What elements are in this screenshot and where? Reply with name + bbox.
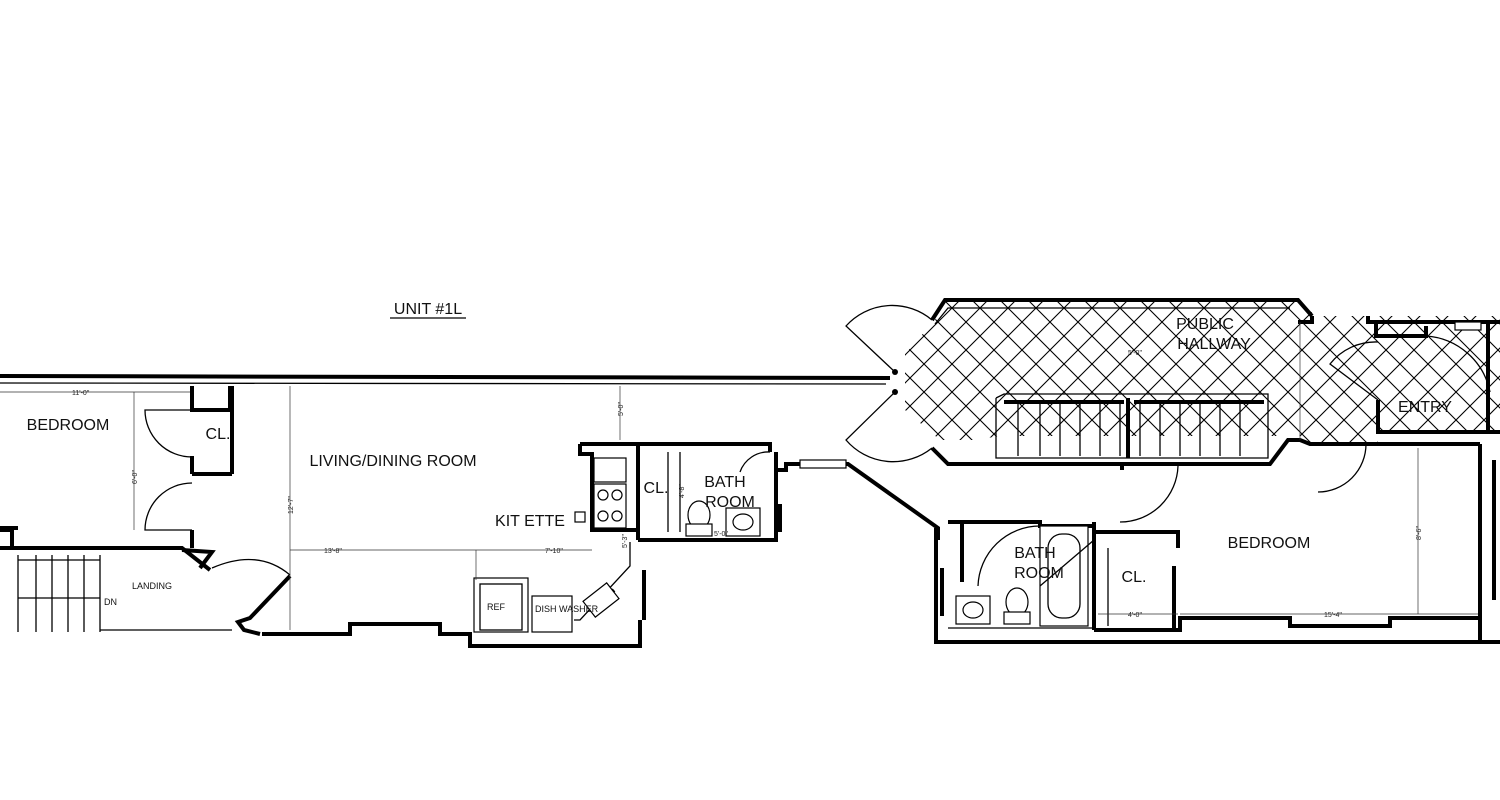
bedroom-left-bottom-wall	[0, 528, 14, 548]
bath-top-wall	[580, 442, 772, 452]
dim-bath-width: 5'-0"	[714, 531, 728, 538]
closet-left-door	[144, 409, 193, 458]
closet-left-wall	[190, 386, 232, 412]
burner-2	[611, 489, 623, 501]
room-bedroom-right: BEDROOM	[1228, 535, 1311, 552]
public-hallway: 5'-0" PUBLIC HALLWAY	[845, 298, 1500, 466]
right-unit: 4'-0" 15'-4" 8'-6" BATH ROOM CL. BEDROOM	[934, 442, 1500, 644]
sink-left	[725, 507, 761, 537]
room-bath-left-line2: ROOM	[705, 494, 755, 511]
dim-rear-bath: 4'-0"	[1128, 612, 1142, 619]
unit-title: UNIT #1L	[394, 301, 462, 318]
dim-living-width: 13'-8"	[324, 548, 342, 555]
left-unit: LANDING DN REF DISH WASHER	[0, 374, 940, 648]
burner-4	[611, 510, 623, 522]
refrigerator-inner	[479, 583, 523, 631]
dim-living-depth: 12'-7"	[288, 496, 295, 514]
entry-partition-top	[1374, 324, 1428, 338]
right-bedroom-bottom-wall	[1094, 616, 1482, 632]
bath-bottom-wall	[638, 452, 778, 542]
stair-dn-label: DN	[104, 597, 117, 607]
hall-door-lower	[845, 391, 933, 463]
room-bedroom-left: BEDROOM	[27, 417, 110, 434]
hallway-stair	[995, 393, 1269, 459]
room-public-hallway-line1: PUBLIC	[1176, 316, 1234, 333]
refrigerator-label: REF	[487, 602, 506, 612]
dishwasher-label: DISH WASHER	[535, 604, 599, 614]
kitchen-outlet	[574, 511, 586, 523]
counter	[593, 457, 627, 483]
room-bath-right-line1: BATH	[1014, 545, 1055, 562]
toilet-left-tank	[685, 523, 713, 537]
right-unit-outer-wall	[934, 528, 1500, 644]
dim-hallway-width: 5'-0"	[1128, 350, 1142, 357]
hallway-top-wall	[930, 298, 1314, 322]
hall-door-hinge-upper	[892, 369, 898, 375]
toilet-right-tank	[1003, 611, 1031, 625]
dim-rear-bedroom: 15'-4"	[1324, 612, 1342, 619]
hall-door-hinge-lower	[892, 389, 898, 395]
landing-wall	[181, 548, 216, 570]
bathtub-inner	[1047, 533, 1081, 619]
bedroom-right-door	[1119, 465, 1179, 523]
entry-jamb	[234, 574, 292, 636]
entry-door-left	[1329, 341, 1379, 401]
sink-right	[955, 595, 991, 625]
bath-left-door	[739, 451, 771, 473]
bedroom-left-door	[144, 482, 193, 531]
room-bath-right-line2: ROOM	[1014, 565, 1064, 582]
burner-1	[597, 489, 609, 501]
landing-label: LANDING	[132, 581, 172, 591]
stair	[0, 546, 232, 632]
hall-door-upper	[845, 304, 933, 373]
closet-right-top-wall	[1094, 530, 1180, 548]
entry-fixture	[1454, 321, 1482, 331]
dishwasher	[531, 595, 573, 633]
connector-wall	[776, 462, 940, 540]
hallway-top-jog	[1298, 316, 1314, 324]
dim-kitchen-width: 7'-10"	[545, 548, 563, 555]
dim-closet-depth: 4'-8"	[679, 484, 686, 498]
top-exterior-wall-inner	[0, 382, 887, 385]
dim-bedroom-depth: 6'-0"	[132, 470, 139, 484]
living-bottom-wall	[262, 620, 642, 648]
entry-bedroom-door	[1317, 443, 1367, 493]
room-entry: ENTRY	[1398, 399, 1452, 416]
room-public-hallway-line2: HALLWAY	[1177, 336, 1251, 353]
dim-bedroom-width: 11'-0"	[72, 390, 90, 397]
hallway-bottom-wall	[930, 438, 1378, 466]
dim-living-top: 5'-0"	[618, 402, 625, 416]
entry-vestibule: ENTRY	[1329, 316, 1500, 434]
sink-left-bowl	[732, 513, 754, 531]
kitchen-sink	[582, 582, 620, 618]
dim-rear-bedroom-depth: 8'-6"	[1416, 526, 1423, 540]
hallway-hatch	[905, 300, 1500, 444]
room-kitchenette: KIT ETTE	[495, 513, 565, 530]
bath-right-door	[977, 525, 1041, 587]
top-exterior-wall	[0, 374, 891, 380]
room-closet-right: CL.	[1122, 569, 1147, 586]
refrigerator	[473, 577, 529, 633]
sink-right-bowl	[962, 601, 984, 619]
connector-window	[799, 459, 847, 469]
kitchenette	[473, 444, 636, 633]
stove	[593, 483, 627, 529]
bath-right-door-leaf	[1039, 539, 1095, 587]
burner-3	[597, 510, 609, 522]
hallway-top-inner	[934, 307, 1290, 325]
dim-kitchen-depth: 5'-3"	[622, 534, 629, 548]
room-bath-left-line1: BATH	[704, 474, 745, 491]
entry-door-arc	[211, 558, 291, 576]
room-living-dining: LIVING/DINING ROOM	[309, 453, 476, 470]
room-closet-mid: CL.	[644, 480, 669, 497]
room-closet-left: CL.	[206, 426, 231, 443]
